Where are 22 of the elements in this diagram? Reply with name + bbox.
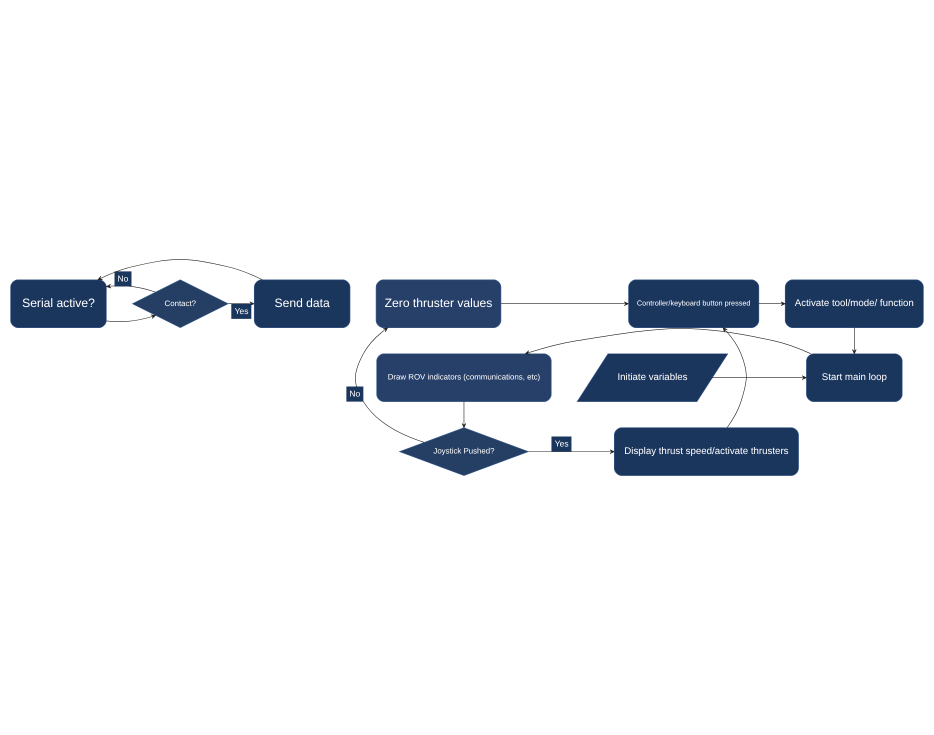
arrow [106, 284, 156, 292]
node-box: Activate tool/mode/ function [784, 280, 924, 328]
node-box: Serial active? [10, 280, 107, 328]
arrow [852, 327, 857, 354]
edge-label: Yes [234, 306, 248, 316]
edge-label: Yes [554, 438, 569, 449]
node-box: Send data [254, 280, 350, 328]
arrow [462, 401, 466, 428]
arrow [355, 327, 424, 443]
node-box: Start main loop [806, 353, 902, 402]
arrow [528, 449, 615, 454]
edge-label: No [118, 273, 128, 284]
edge-label: No [349, 388, 360, 399]
arrow [98, 259, 263, 280]
arrow [106, 314, 156, 322]
node-box: Display thrust speed/activate thrusters [614, 427, 799, 476]
arrow [524, 328, 812, 355]
arrow [758, 302, 786, 306]
arrow [722, 327, 747, 428]
node-box: Zero thruster values [376, 280, 502, 328]
arrow [712, 375, 807, 380]
arrow [500, 302, 629, 306]
